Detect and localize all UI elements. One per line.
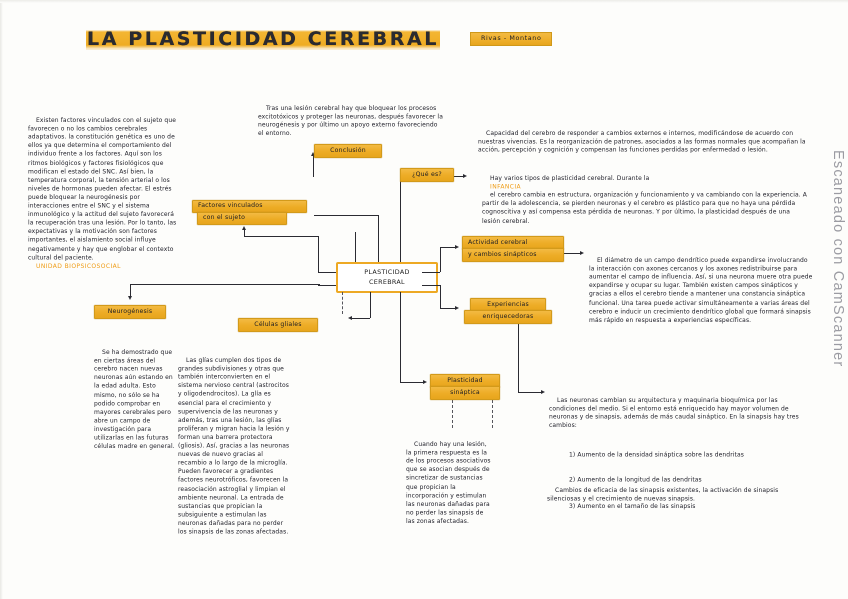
note-conclusion: Tras una lesión cerebral hay que bloquea…	[258, 96, 444, 147]
note-que-es-p2-a: Hay varios tipos de plasticidad cerebral…	[490, 174, 650, 182]
connector-experiencias-note-v	[518, 322, 519, 392]
label-conclusion[interactable]: Conclusión	[314, 144, 382, 158]
note-factores-sujeto: Existen factores vinculados con el sujet…	[28, 108, 180, 280]
page-edge-top	[0, 0, 848, 3]
arrow-plasticidad-sinaptica	[423, 379, 427, 384]
authors-text: Rivas - Montano	[481, 34, 542, 42]
arrow-actividad	[455, 244, 459, 249]
arrow-actividad-note	[580, 250, 584, 255]
note-factores-sujeto-highlight: UNIDAD BIOPSICOSOCIAL	[36, 262, 121, 270]
arrow-neurogenesis	[127, 296, 132, 300]
connector-central-up-right	[400, 240, 401, 262]
label-que-es[interactable]: ¿Qué es?	[400, 168, 454, 182]
central-node-line2: CEREBRAL	[369, 277, 405, 286]
connector-neurogenesis-vertical	[130, 284, 131, 296]
note-experiencias-list: 1) Aumento de la densidad sináptica sobr…	[569, 434, 821, 528]
connector-central-down-right	[400, 292, 401, 382]
label-que-es-text: ¿Qué es?	[412, 171, 442, 178]
label-ps-line1: Plasticidad	[447, 377, 483, 384]
connector-que-es-right	[448, 176, 464, 177]
connector-conclusion-stem	[313, 155, 314, 177]
arrow-que-es	[463, 173, 467, 178]
note-plasticidad-sinaptica: Cambios de eficacia de las sinapsis exis…	[547, 478, 802, 512]
note-actividad-cerebral: El diámetro de un campo dendrítico puede…	[589, 248, 813, 334]
note-actividad-cerebral-text: El diámetro de un campo dendrítico puede…	[589, 256, 815, 325]
note-experiencias-p1-text: Las neuronas cambian su arquitectura y m…	[549, 396, 801, 430]
label-actividad-cerebral-l2[interactable]: y cambios sinápticos	[462, 248, 564, 262]
list-item: 3) Aumento en el tamaño de las sinapsis	[569, 502, 696, 511]
label-gliales-text: Células gliales	[254, 321, 302, 328]
connector-right-down-exp	[440, 285, 441, 308]
connector-to-gliales	[352, 318, 370, 319]
arrow-gliales	[348, 315, 352, 320]
note-neurogenesis: Se ha demostrado que en ciertas áreas de…	[94, 340, 176, 460]
label-actividad-line2: y cambios sinápticos	[468, 251, 537, 258]
note-conclusion-text: Tras una lesión cerebral hay que bloquea…	[258, 104, 445, 138]
label-experiencias-l2[interactable]: enriquecedoras	[464, 310, 552, 324]
label-celulas-gliales[interactable]: Células gliales	[238, 318, 318, 332]
connector-central-right-2	[422, 285, 440, 286]
page-title-text: LA PLASTICIDAD CEREBRAL	[86, 28, 441, 50]
note-experiencias-p1: Las neuronas cambian su arquitectura y m…	[549, 388, 811, 439]
connector-left-to-factores	[244, 236, 318, 237]
connector-left-up	[318, 236, 319, 272]
connector-ps-down-2	[492, 400, 493, 428]
connector-right-up	[440, 247, 441, 272]
connector-central-up-left	[355, 232, 356, 262]
note-plasticidad-sinaptica-text: Cambios de eficacia de las sinapsis exis…	[547, 486, 781, 503]
note-ps-detalle-text: Cuando hay una lesión, la primera respue…	[406, 440, 493, 526]
connector-right-to-actividad	[440, 247, 456, 248]
label-ps-line2: sináptica	[450, 389, 480, 396]
label-experiencias-line2: enriquecedoras	[482, 313, 534, 320]
connector-que-es-stem	[400, 176, 401, 240]
note-que-es-p2-b: el cerebro cambia en estructura, organiz…	[482, 191, 809, 225]
connector-central-dash-down	[342, 292, 343, 314]
connector-experiencias-note	[518, 392, 542, 393]
connector-central-left-1	[318, 272, 336, 273]
arrow-factores	[241, 226, 246, 230]
connector-right-to-experiencias	[440, 308, 456, 309]
connector-central-down-gliales	[370, 292, 371, 318]
label-experiencias-line1: Experiencias	[487, 301, 529, 308]
central-node-line1: PLASTICIDAD	[364, 268, 410, 276]
connector-central-right-1	[422, 272, 440, 273]
list-item: 1) Aumento de la densidad sináptica sobr…	[569, 451, 744, 459]
connector-central-up-mid	[378, 215, 379, 262]
label-actividad-line1: Actividad cerebral	[468, 239, 528, 246]
connector-to-conclusion	[314, 215, 378, 216]
note-neurogenesis-text: Se ha demostrado que en ciertas áreas de…	[94, 348, 175, 451]
label-neurogenesis[interactable]: Neurogénesis	[94, 305, 166, 319]
arrow-conclusion-up	[311, 152, 315, 156]
authors-box: Rivas - Montano	[470, 32, 553, 46]
connector-central-left-2	[318, 285, 336, 286]
label-neurogenesis-text: Neurogénesis	[107, 308, 153, 315]
note-celulas-gliales: Las glías cumplen dos tipos de grandes s…	[178, 348, 290, 545]
label-factores-line1: Factores vinculados	[198, 202, 263, 209]
note-plasticidad-sinaptica-detalle: Cuando hay una lesión, la primera respue…	[406, 432, 494, 535]
note-que-es-p2: Hay varios tipos de plasticidad cerebral…	[482, 166, 808, 235]
page-title: LA PLASTICIDAD CEREBRAL	[86, 28, 441, 50]
connector-neurogenesis-horizontal	[130, 284, 320, 285]
connector-ps-down-1	[452, 400, 453, 428]
note-que-es-p1: Capacidad del cerebro de responder a cam…	[478, 121, 808, 164]
arrow-experiencias-note	[541, 389, 545, 394]
label-conclusion-text: Conclusión	[330, 147, 366, 154]
connector-factores-stem	[243, 229, 245, 236]
list-item: 2) Aumento de la longitud de las dendrit…	[569, 476, 702, 485]
label-plasticidad-sinaptica-l2[interactable]: sináptica	[430, 386, 500, 400]
note-que-es-p1-text: Capacidad del cerebro de responder a cam…	[478, 129, 808, 155]
note-que-es-highlight-infancia: INFANCIA	[490, 183, 522, 191]
label-factores-line2: con el sujeto	[203, 214, 246, 221]
arrow-experiencias	[455, 305, 459, 310]
camscanner-watermark: Escaneado con CamScanner	[830, 150, 846, 368]
note-factores-sujeto-text: Existen factores vinculados con el sujet…	[28, 116, 179, 262]
label-factores-vinculados-l2[interactable]: con el sujeto	[197, 212, 287, 226]
note-celulas-gliales-text: Las glías cumplen dos tipos de grandes s…	[178, 356, 292, 536]
connector-to-plasticidad-sinaptica	[400, 382, 424, 383]
page-edge-left	[0, 0, 3, 599]
central-node[interactable]: PLASTICIDAD CEREBRAL	[336, 262, 438, 293]
